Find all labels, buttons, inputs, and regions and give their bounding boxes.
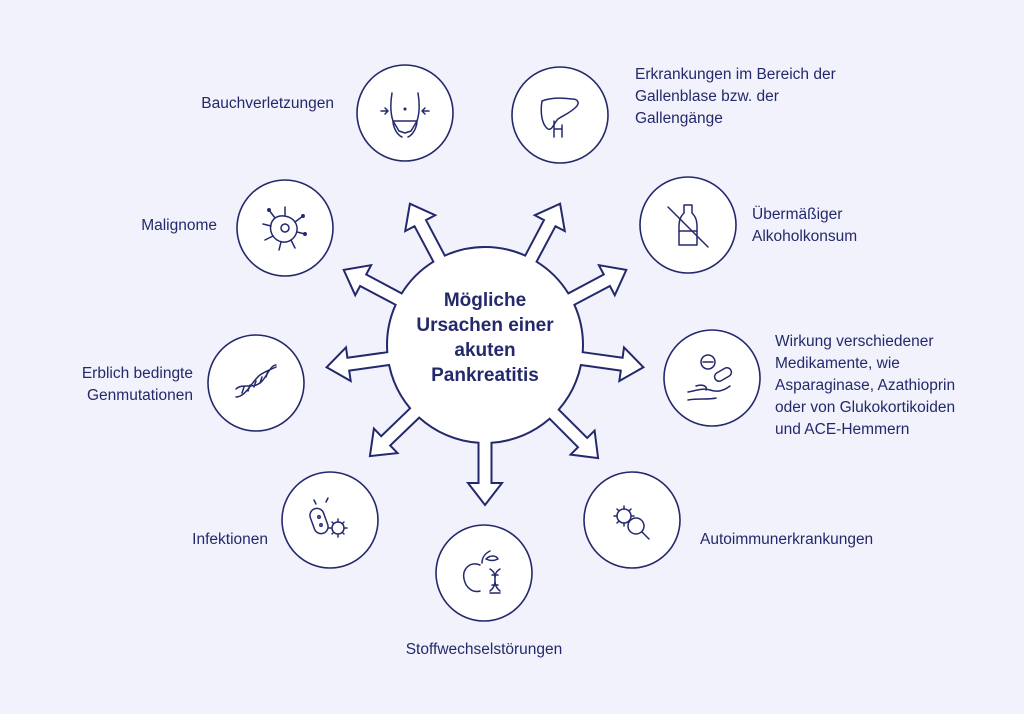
- label-medikamente: Wirkung verschiedener Medikamente, wie A…: [775, 331, 955, 441]
- no-alcohol-icon: [667, 204, 709, 248]
- label-genmutationen: Erblich bedingte Genmutationen: [82, 363, 193, 407]
- label-line: Gallengänge: [635, 110, 723, 127]
- cause-circle-autoimmun: [583, 471, 681, 569]
- bacteria-icon: [309, 497, 348, 538]
- center-title-line: akuten: [454, 340, 516, 361]
- label-line: Wirkung verschiedener: [775, 333, 934, 350]
- cause-circle-infektionen: [281, 471, 379, 569]
- label-gallenblase: Erkrankungen im Bereich der Gallenblase …: [635, 64, 836, 130]
- center-title-line: Pankreatitis: [431, 365, 539, 386]
- label-line: Erblich bedingte: [81, 365, 193, 382]
- center-title-line: Ursachen einer: [416, 315, 554, 336]
- label-line: und ACE-Hemmern: [775, 421, 910, 438]
- cause-circle-malignome: [236, 179, 334, 277]
- label-alkohol: Übermäßiger Alkoholkonsum: [752, 204, 857, 248]
- virus-magnifier-icon: [613, 505, 650, 540]
- label-line: Erkrankungen im Bereich der: [635, 66, 836, 83]
- label-line: Bauchverletzungen: [201, 95, 334, 112]
- cause-circle-stoffwechsel: [435, 524, 533, 622]
- abdomen-icon: [380, 92, 430, 138]
- label-line: Alkoholkonsum: [752, 228, 858, 245]
- label-bauchverletzungen: Bauchverletzungen: [201, 93, 334, 115]
- cancer-cell-icon: [262, 206, 307, 251]
- central-star: [324, 202, 646, 507]
- label-line: Malignome: [141, 217, 217, 234]
- center-title-line: Mögliche: [443, 290, 527, 311]
- label-infektionen: Infektionen: [192, 529, 268, 551]
- liver-icon: [540, 97, 579, 138]
- label-line: Asparaginase, Azathioprin: [775, 377, 956, 394]
- apple-dna-icon: [462, 550, 501, 594]
- label-line: Übermäßiger: [752, 206, 843, 223]
- label-stoffwechsel: Stoffwechselstörungen: [384, 639, 584, 661]
- label-line: Stoffwechselstörungen: [405, 641, 563, 658]
- pills-in-hand-icon: [687, 354, 733, 401]
- label-line: Gallenblase bzw. der: [635, 88, 779, 105]
- label-line: Medikamente, wie: [775, 355, 900, 372]
- label-line: oder von Glukokortikoiden: [775, 399, 956, 416]
- center-title: Mögliche Ursachen einer akuten Pankreati…: [385, 288, 585, 388]
- cause-circle-medikamente: [663, 329, 761, 427]
- label-malignome: Malignome: [141, 215, 217, 237]
- cause-circle-bauchverletzungen: [356, 64, 454, 162]
- label-line: Autoimmunerkrankungen: [700, 531, 874, 548]
- label-line: Genmutationen: [87, 387, 193, 404]
- dna-icon: [235, 364, 277, 398]
- cause-circle-galle: [511, 66, 609, 164]
- cause-circle-alkohol: [639, 176, 737, 274]
- label-autoimmun: Autoimmunerkrankungen: [700, 529, 873, 551]
- label-line: Infektionen: [192, 531, 268, 548]
